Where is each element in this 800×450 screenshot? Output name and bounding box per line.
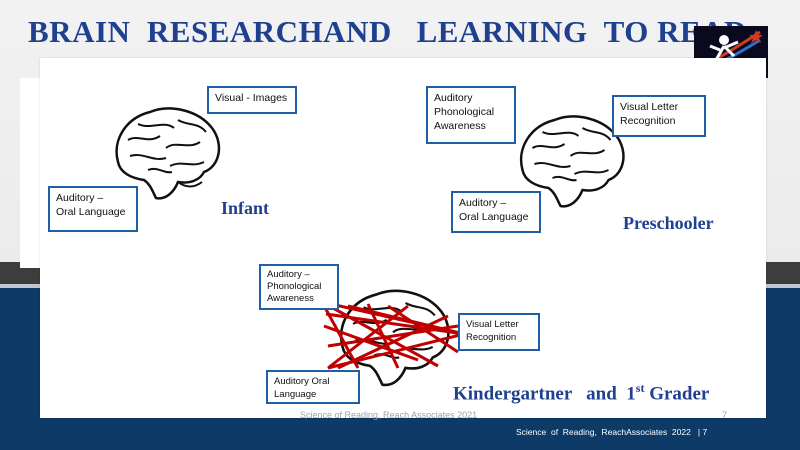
preschool-visual-text: Visual Letter Recognition	[620, 101, 679, 127]
preschool-auditory-box: Auditory – Oral Language	[451, 191, 541, 233]
kinder-phono-text: Auditory – Phonological Awareness	[267, 269, 322, 304]
infant-auditory-box: Auditory – Oral Language	[48, 186, 138, 232]
kinder-label-end: Grader	[644, 383, 710, 405]
infant-visual-box: Visual - Images	[207, 86, 297, 114]
infant-auditory-text: Auditory – Oral Language	[56, 192, 126, 218]
preschooler-brain-icon	[519, 115, 625, 208]
preschooler-label: Preschooler	[623, 213, 714, 233]
kinder-auditory-box: Auditory Oral Language	[266, 370, 360, 404]
preschool-phono-text: Auditory Phonological Awareness	[434, 92, 495, 132]
kinder-label: Kindergartner and 1st Grader	[453, 381, 709, 405]
kinder-visual-text: Visual Letter Recognition	[466, 319, 519, 343]
preschool-visual-box: Visual Letter Recognition	[612, 95, 706, 137]
footer: Science of Reading, ReachAssociates 2022…	[516, 427, 708, 437]
old-footer-page: 7	[722, 410, 728, 420]
kinder-auditory-text: Auditory Oral Language	[274, 376, 330, 400]
infant-label: Infant	[221, 198, 270, 218]
preschool-phono-box: Auditory Phonological Awareness	[426, 86, 516, 144]
infant-brain-icon	[115, 107, 221, 200]
kinder-visual-box: Visual Letter Recognition	[458, 313, 540, 351]
preschool-auditory-text: Auditory – Oral Language	[459, 197, 529, 223]
kinder-phono-box: Auditory – Phonological Awareness	[259, 264, 339, 310]
kinder-label-sup: st	[635, 381, 645, 395]
old-footer: Science of Reading, Reach Associates 202…	[300, 410, 478, 420]
kinder-label-main: Kindergartner and 1	[453, 383, 636, 405]
kinder-brain-icon	[339, 289, 450, 387]
infant-visual-text: Visual - Images	[215, 92, 288, 104]
connection-lines	[320, 300, 465, 370]
slide-title: BRAIN RESEARCHAND LEARNING TO READ	[28, 14, 747, 49]
